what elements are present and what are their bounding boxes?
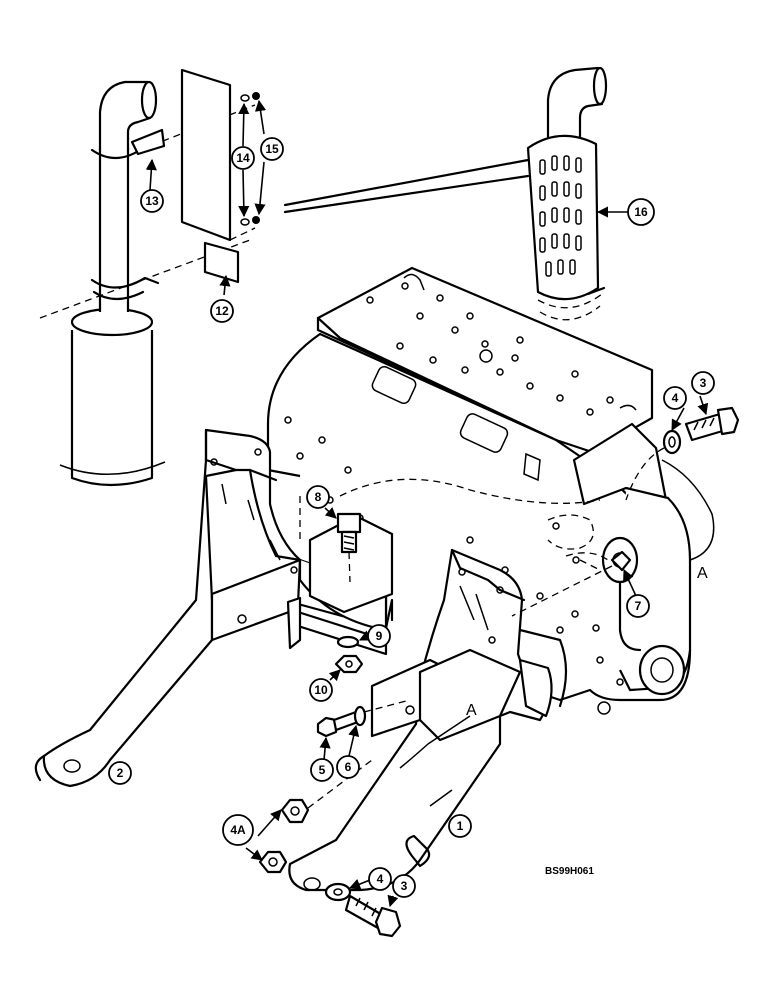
callout-8: 8 bbox=[306, 485, 330, 509]
svg-text:6: 6 bbox=[345, 760, 352, 774]
callout-14: 14 bbox=[231, 146, 255, 170]
callout-1: 1 bbox=[448, 814, 472, 838]
connector-line bbox=[283, 158, 530, 214]
heat-shield-plate bbox=[180, 68, 232, 242]
svg-text:3: 3 bbox=[700, 376, 707, 390]
svg-text:10: 10 bbox=[314, 683, 328, 697]
callout-6: 6 bbox=[336, 755, 360, 779]
svg-text:4: 4 bbox=[672, 391, 679, 405]
bolt-3-upper bbox=[684, 406, 740, 442]
callout-10: 10 bbox=[309, 678, 333, 702]
callout-7: 7 bbox=[626, 594, 650, 618]
bolt-8 bbox=[336, 512, 362, 583]
svg-text:4A: 4A bbox=[230, 823, 246, 837]
bolt-3-lower bbox=[344, 894, 402, 938]
svg-text:9: 9 bbox=[376, 629, 383, 643]
exhaust-pipe bbox=[39, 80, 256, 319]
svg-text:13: 13 bbox=[145, 194, 159, 208]
pivot-bolt-7 bbox=[511, 550, 632, 617]
svg-text:4: 4 bbox=[377, 872, 384, 886]
section-marker-upper: A bbox=[697, 565, 708, 582]
callout-3-lower: 3 bbox=[392, 874, 416, 898]
callout-16: 16 bbox=[627, 198, 655, 226]
svg-text:5: 5 bbox=[319, 763, 326, 777]
front-support-frame bbox=[266, 266, 692, 715]
section-marker-lower: A bbox=[466, 702, 477, 719]
washer-9 bbox=[336, 635, 360, 649]
svg-text:8: 8 bbox=[315, 490, 322, 504]
svg-text:14: 14 bbox=[236, 151, 250, 165]
svg-text:2: 2 bbox=[117, 766, 124, 780]
lock-nut-4A bbox=[258, 759, 373, 874]
figure-code: BS99H061 bbox=[545, 866, 594, 877]
callout-9: 9 bbox=[367, 624, 391, 648]
hardware-14-15 bbox=[229, 92, 260, 241]
callout-13: 13 bbox=[140, 189, 164, 213]
callout-5: 5 bbox=[310, 758, 334, 782]
washer-4-upper bbox=[625, 429, 682, 501]
section-a-upper-line bbox=[661, 459, 715, 561]
svg-text:12: 12 bbox=[215, 304, 229, 318]
spacer-12 bbox=[203, 241, 240, 284]
callout-4-upper: 4 bbox=[663, 386, 687, 410]
callout-12: 12 bbox=[210, 299, 234, 323]
svg-text:15: 15 bbox=[265, 142, 279, 156]
exhaust-muffler bbox=[59, 307, 166, 487]
washer-6 bbox=[353, 699, 411, 727]
svg-text:7: 7 bbox=[635, 599, 642, 613]
support-bracket-2 bbox=[34, 428, 394, 788]
callout-2: 2 bbox=[108, 761, 132, 785]
section-a-lower-line bbox=[399, 715, 471, 769]
nut-10 bbox=[334, 654, 364, 674]
svg-text:1: 1 bbox=[457, 819, 464, 833]
screened-exhaust-16 bbox=[526, 66, 608, 321]
bolt-5 bbox=[316, 710, 360, 738]
callout-15: 15 bbox=[260, 137, 284, 161]
callout-3-upper: 3 bbox=[691, 371, 715, 395]
callout-4A: 4A bbox=[222, 814, 254, 846]
svg-text:16: 16 bbox=[634, 205, 648, 219]
leader-lines bbox=[145, 99, 709, 908]
washer-4-lower bbox=[324, 882, 352, 902]
pipe-clamp-13 bbox=[130, 128, 166, 156]
callout-4-lower: 4 bbox=[368, 867, 392, 891]
svg-text:3: 3 bbox=[401, 879, 408, 893]
support-bracket-1 bbox=[288, 548, 568, 892]
